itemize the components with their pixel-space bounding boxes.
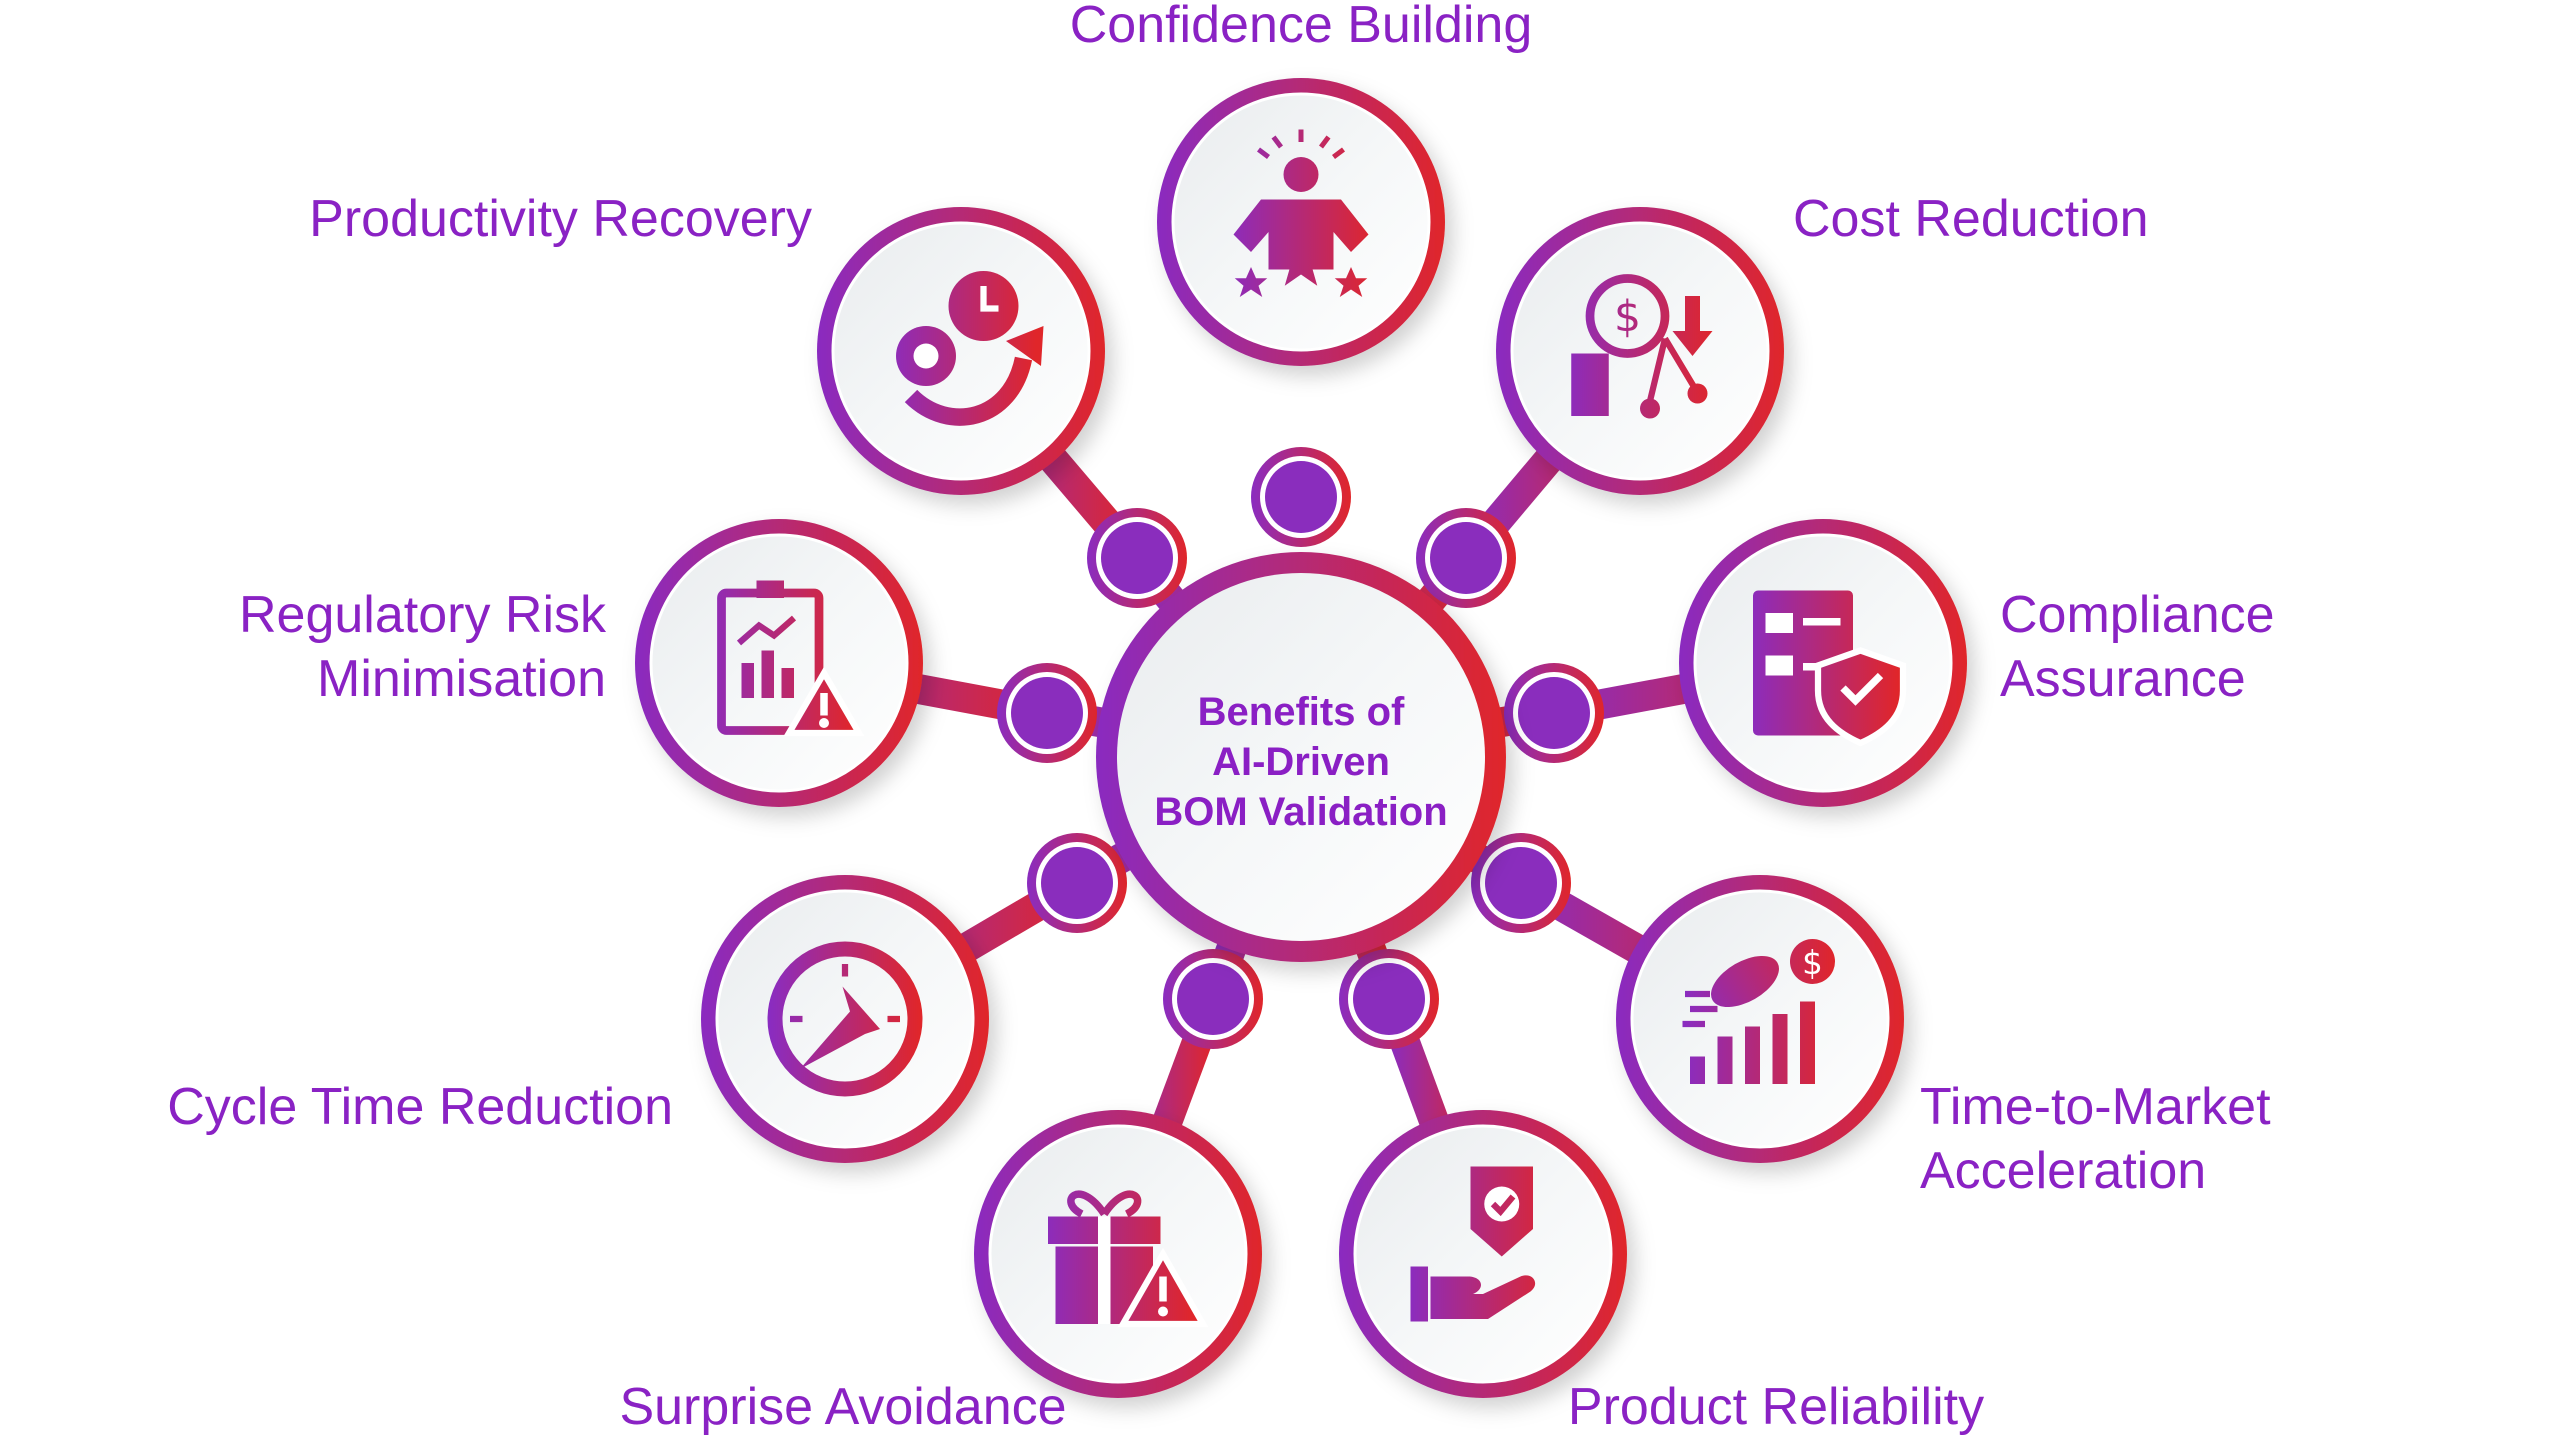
benefit-node: [817, 207, 1105, 495]
benefit-node: $: [1496, 207, 1784, 495]
connector-dot: [1251, 447, 1351, 547]
benefit-label: Surprise Avoidance: [619, 1378, 1066, 1436]
benefit-label: Productivity Recovery: [309, 190, 812, 248]
confident-person-icon: [1233, 129, 1369, 297]
benefit-label: Cost Reduction: [1793, 190, 2149, 248]
connector-dot: [997, 663, 1097, 763]
benefit-label: Compliance: [2000, 586, 2275, 644]
rocket-growth-icon: $: [1682, 939, 1835, 1084]
center-hub: Benefits of AI-Driven BOM Validation: [1096, 552, 1506, 962]
benefit-label: Confidence Building: [1070, 0, 1533, 54]
benefit-node: [635, 519, 923, 807]
benefit-label: Minimisation: [317, 650, 606, 708]
benefit-node: [974, 1110, 1262, 1398]
shield-hand-icon: [1410, 1166, 1536, 1322]
gift-warning-icon: [1048, 1190, 1209, 1328]
connector-dot: [1027, 833, 1127, 933]
benefit-node: [1679, 519, 1967, 807]
benefit-node: [1157, 78, 1445, 366]
connector-dot: [1504, 663, 1604, 763]
benefit-label: Cycle Time Reduction: [167, 1078, 673, 1136]
center-title-line-2: AI-Driven: [1212, 740, 1390, 784]
center-title-line-1: Benefits of: [1198, 690, 1405, 734]
connector-dot: [1163, 949, 1263, 1049]
stopwatch-icon: [767, 941, 923, 1097]
benefit-label: Product Reliability: [1568, 1378, 1984, 1436]
connector-dot: [1471, 833, 1571, 933]
svg-text:$: $: [1802, 944, 1823, 982]
connector-dot: [1416, 508, 1516, 608]
compliance-checklist-shield-icon: [1753, 590, 1907, 747]
benefit-node: [1339, 1110, 1627, 1398]
cost-reduction-icon: $: [1571, 274, 1713, 419]
benefit-label: Assurance: [2000, 650, 2246, 708]
connector-dot: [1087, 508, 1187, 608]
benefit-label: Time-to-Market: [1920, 1078, 2271, 1136]
benefit-label: Acceleration: [1920, 1142, 2206, 1200]
benefit-label: Regulatory Risk: [239, 586, 607, 644]
center-title-line-3: BOM Validation: [1154, 790, 1447, 834]
gears-clock-icon: [896, 271, 1044, 426]
clipboard-risk-icon: [717, 580, 865, 737]
benefit-node: [701, 875, 989, 1163]
svg-text:$: $: [1614, 293, 1641, 342]
benefit-node: $: [1616, 875, 1904, 1163]
connector-dot: [1339, 949, 1439, 1049]
